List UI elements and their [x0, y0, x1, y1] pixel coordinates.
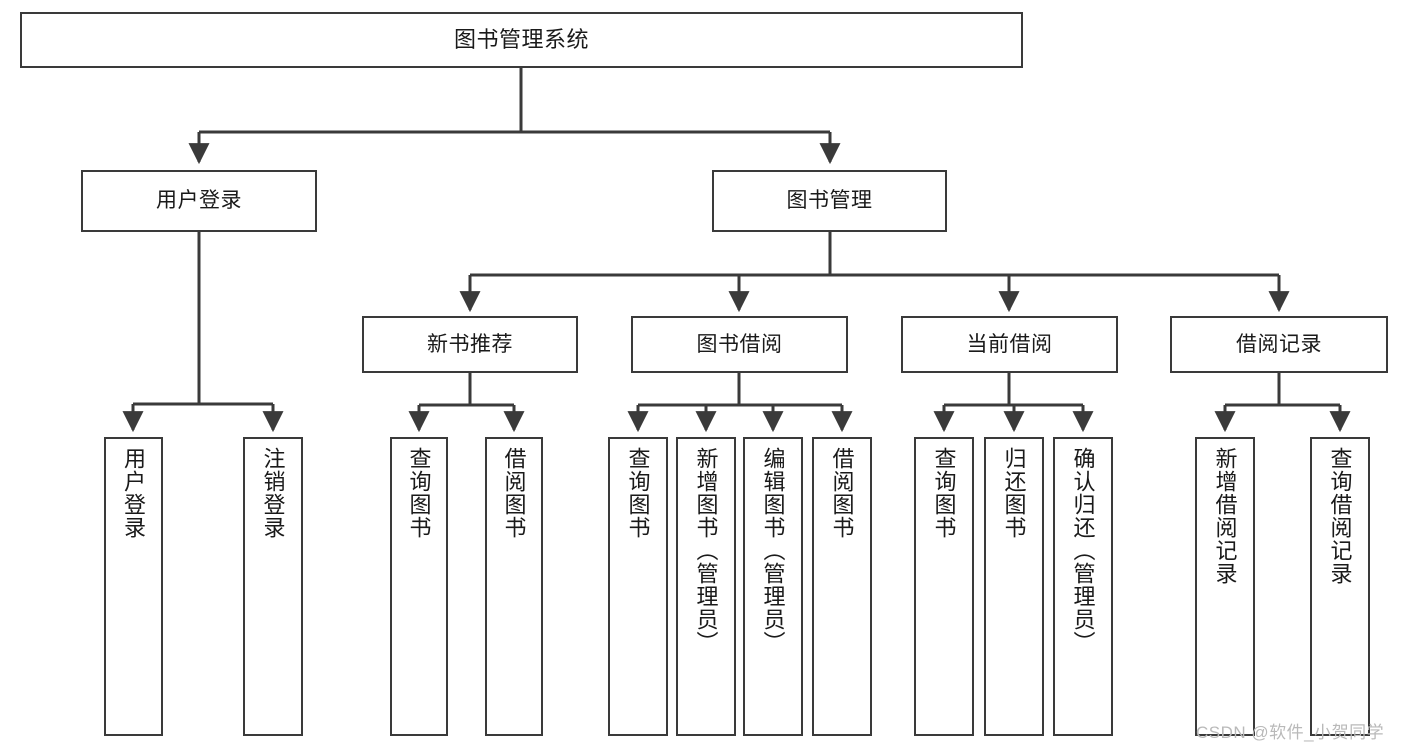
node-book-manage-label: 图书管理	[786, 189, 873, 213]
node-leaf-confirm-return-label: 确认归还（管理员）	[1070, 447, 1096, 654]
node-leaf-add-book-label: 新增图书（管理员）	[693, 447, 719, 654]
node-borrow-record-label: 借阅记录	[1236, 332, 1322, 356]
node-leaf-add-book[interactable]: 新增图书（管理员）	[676, 437, 736, 736]
node-leaf-user-login[interactable]: 用户登录	[104, 437, 163, 736]
node-root[interactable]: 图书管理系统	[20, 12, 1023, 68]
node-new-book-recommend-label: 新书推荐	[427, 332, 513, 356]
node-leaf-return-book-label: 归还图书	[1001, 447, 1027, 539]
node-user-login[interactable]: 用户登录	[81, 170, 317, 232]
node-leaf-edit-book-label: 编辑图书（管理员）	[760, 447, 786, 654]
node-leaf-confirm-return[interactable]: 确认归还（管理员）	[1053, 437, 1113, 736]
node-root-label: 图书管理系统	[453, 26, 589, 52]
node-leaf-logout-login[interactable]: 注销登录	[243, 437, 303, 736]
node-leaf-add-borrow-record[interactable]: 新增借阅记录	[1195, 437, 1255, 736]
node-leaf-user-login-label: 用户登录	[121, 447, 147, 539]
node-leaf-query-book-2-label: 查询图书	[625, 447, 651, 539]
node-leaf-borrow-book-1[interactable]: 借阅图书	[485, 437, 543, 736]
node-book-manage[interactable]: 图书管理	[712, 170, 947, 232]
node-book-borrow-label: 图书借阅	[696, 332, 783, 356]
node-leaf-add-borrow-record-label: 新增借阅记录	[1212, 447, 1238, 585]
node-leaf-query-book-2[interactable]: 查询图书	[608, 437, 668, 736]
node-current-borrow[interactable]: 当前借阅	[901, 316, 1118, 373]
node-user-login-label: 用户登录	[156, 189, 242, 213]
node-book-borrow[interactable]: 图书借阅	[631, 316, 848, 373]
node-leaf-query-borrow-record-label: 查询借阅记录	[1327, 447, 1353, 585]
node-leaf-borrow-book-2-label: 借阅图书	[829, 447, 855, 539]
node-leaf-query-book-3-label: 查询图书	[931, 447, 957, 539]
node-leaf-query-book-3[interactable]: 查询图书	[914, 437, 974, 736]
node-current-borrow-label: 当前借阅	[966, 332, 1053, 356]
node-leaf-query-book-1-label: 查询图书	[406, 447, 432, 539]
node-leaf-edit-book[interactable]: 编辑图书（管理员）	[743, 437, 803, 736]
node-leaf-query-book-1[interactable]: 查询图书	[390, 437, 448, 736]
node-borrow-record[interactable]: 借阅记录	[1170, 316, 1388, 373]
node-leaf-borrow-book-2[interactable]: 借阅图书	[812, 437, 872, 736]
csdn-watermark: CSDN @软件_小贺同学	[1196, 723, 1385, 742]
node-leaf-borrow-book-1-label: 借阅图书	[501, 447, 527, 539]
node-leaf-logout-login-label: 注销登录	[260, 447, 286, 539]
node-new-book-recommend[interactable]: 新书推荐	[362, 316, 578, 373]
node-leaf-query-borrow-record[interactable]: 查询借阅记录	[1310, 437, 1370, 736]
node-leaf-return-book[interactable]: 归还图书	[984, 437, 1044, 736]
